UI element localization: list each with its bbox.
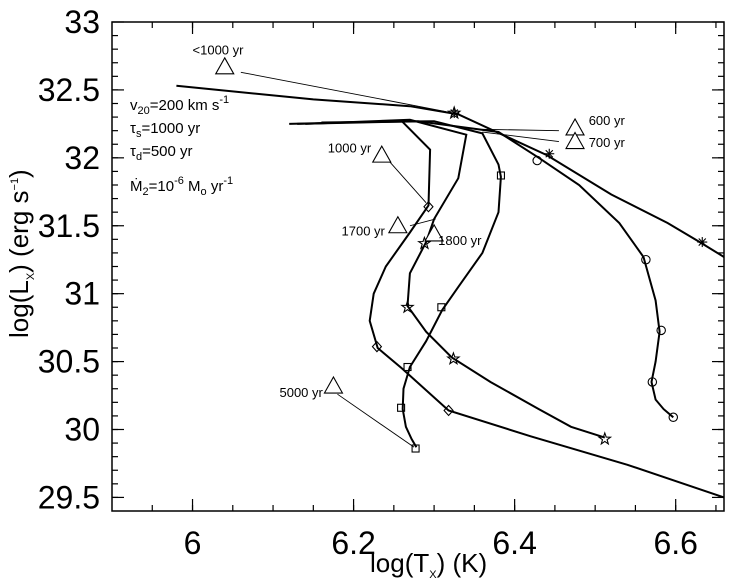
curve-circle xyxy=(297,120,674,419)
star-marker xyxy=(446,351,461,366)
triangle-marker xyxy=(565,131,585,150)
parameter-line: τd=500 yr xyxy=(130,143,193,163)
star-marker xyxy=(446,105,462,120)
x-axis-label: log(TX) (K) xyxy=(370,548,487,581)
circle-marker xyxy=(656,325,666,336)
leader-lines xyxy=(240,71,559,448)
star-marker xyxy=(597,431,613,446)
triangle-marker xyxy=(214,56,235,75)
y-tick-label: 33 xyxy=(64,4,100,40)
triangle-marker xyxy=(387,215,408,234)
leader-line xyxy=(337,393,415,448)
triangle-marker xyxy=(424,223,445,242)
curve-star xyxy=(305,118,606,439)
diamond-marker xyxy=(371,340,383,353)
parameter-block: v20=200 km s-1 τs=1000 yr τd=500 yr Ṁ2=10-6… xyxy=(130,94,233,198)
leader-line xyxy=(389,161,427,203)
annotation-labels: <1000 yr 600 yr 700 yr 1000 yr 1700 yr 1800 y… xyxy=(193,43,626,400)
parameter-line: τs=1000 yr xyxy=(130,120,200,140)
plot-frame xyxy=(111,21,725,512)
triangle-marker xyxy=(371,144,392,163)
square-marker xyxy=(411,444,420,453)
age-label: <1000 yr xyxy=(193,43,245,58)
curve-markers xyxy=(371,105,708,453)
parameter-line: Ṁ2=10-6 Mo yr-1 xyxy=(130,175,233,198)
axis-ticks xyxy=(112,21,724,511)
curve-square xyxy=(321,120,502,448)
star-marker xyxy=(400,299,415,314)
y-axis-label: log(LX) (erg s−1) xyxy=(4,169,37,338)
x-tick-label: 6.6 xyxy=(653,525,697,561)
diamond-marker xyxy=(423,200,434,213)
y-tick-label: 31 xyxy=(64,276,100,312)
y-tick-label: 30.5 xyxy=(38,344,100,380)
age-label: 1000 yr xyxy=(328,140,372,155)
circle-marker xyxy=(668,412,679,423)
square-marker xyxy=(403,362,412,372)
tick-labels: 6 6.2 6.4 6.6 29.5 30 30.5 31 31.5 32 32.5 33 xyxy=(38,4,698,561)
star-marker xyxy=(417,235,432,250)
y-tick-label: 30 xyxy=(64,412,100,448)
circle-marker xyxy=(647,377,658,387)
y-tick-label: 31.5 xyxy=(38,208,100,244)
square-marker xyxy=(397,403,406,412)
age-label: 600 yr xyxy=(589,113,626,128)
circle-marker xyxy=(641,254,651,265)
age-label: 700 yr xyxy=(589,135,626,150)
leader-line xyxy=(482,131,559,142)
curve-diamond xyxy=(289,120,725,499)
age-triangles xyxy=(214,56,585,394)
circle-marker xyxy=(532,155,542,166)
leader-line xyxy=(409,218,436,227)
diamond-marker xyxy=(443,404,454,417)
square-marker xyxy=(496,171,505,180)
asterisk-marker xyxy=(698,238,707,246)
x-tick-label: 6 xyxy=(184,525,202,561)
curve-asterisk xyxy=(176,84,725,258)
y-tick-label: 29.5 xyxy=(38,479,100,515)
triangle-marker xyxy=(323,375,344,394)
y-tick-label: 32.5 xyxy=(38,72,100,108)
age-label: 1800 yr xyxy=(438,233,482,248)
curves xyxy=(176,84,725,499)
leader-line xyxy=(482,128,559,132)
x-tick-label: 6.4 xyxy=(492,525,536,561)
x-tick-label: 6.2 xyxy=(331,525,375,561)
age-label: 1700 yr xyxy=(342,223,386,238)
square-marker xyxy=(437,303,446,312)
parameter-line: v20=200 km s-1 xyxy=(130,94,229,117)
asterisk-marker xyxy=(545,149,554,158)
leader-line xyxy=(240,71,447,113)
age-label: 5000 yr xyxy=(279,385,323,400)
y-tick-label: 32 xyxy=(64,140,100,176)
